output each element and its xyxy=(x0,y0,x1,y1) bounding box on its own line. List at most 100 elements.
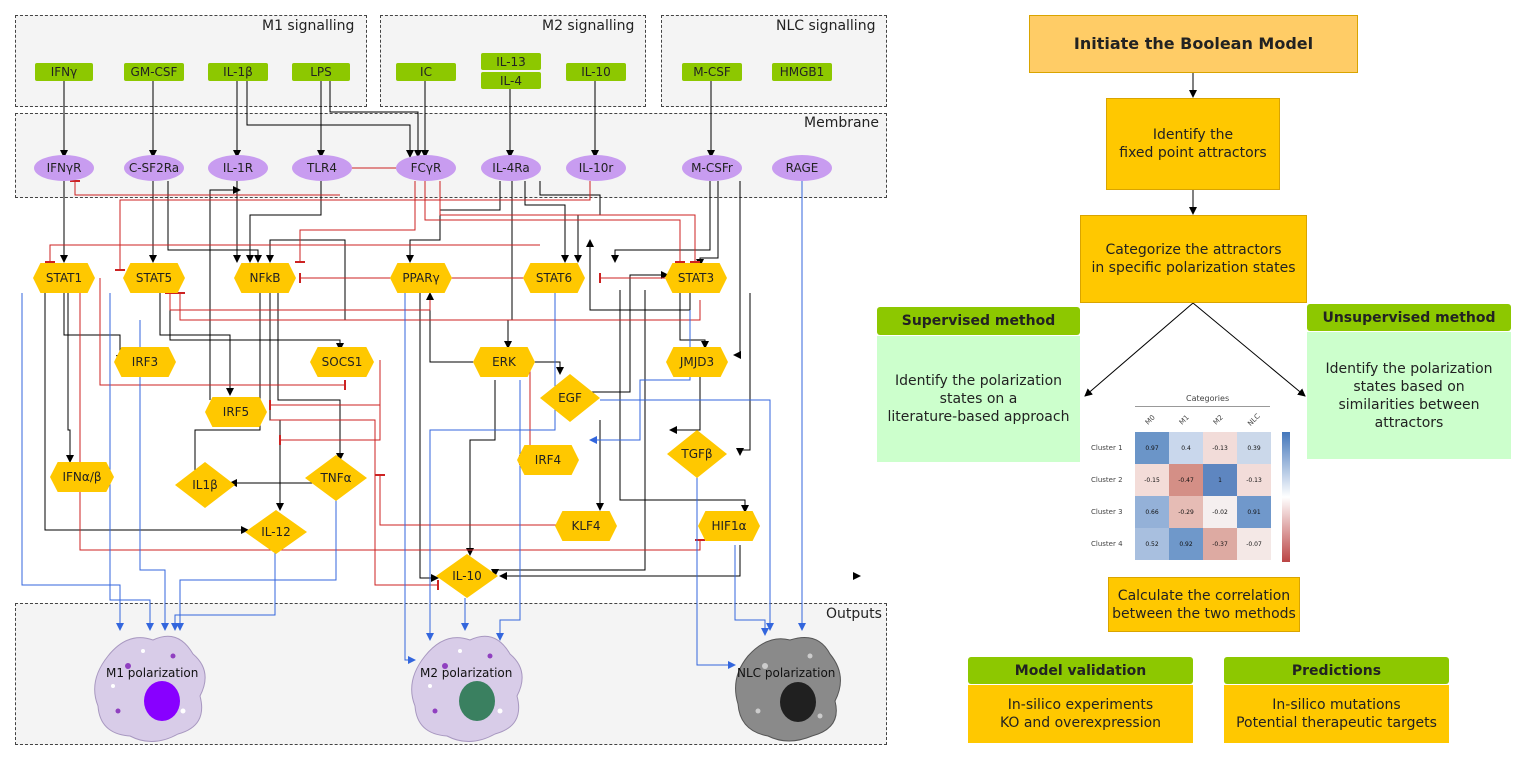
ligand-hmgb1: HMGB1 xyxy=(772,63,832,81)
m2-polarization-label: M2 polarization xyxy=(420,666,513,680)
ligand-il13: IL-13 xyxy=(481,53,541,70)
node-socs1: SOCS1 xyxy=(310,347,374,377)
ligand-il10: IL-10 xyxy=(566,63,626,81)
validation-line2: KO and overexpression xyxy=(999,715,1162,731)
nlc-signalling-panel xyxy=(661,15,887,107)
m1-signalling-title: M1 signalling xyxy=(262,18,355,34)
heatmap-row-label: Cluster 3 xyxy=(1091,508,1123,516)
node-irf5: IRF5 xyxy=(205,397,267,427)
heatmap-cell: -0.02 xyxy=(1203,496,1237,528)
ligand-lps: LPS xyxy=(292,63,350,81)
m1-signalling-panel xyxy=(15,15,367,107)
unsupervised-box: Identify the polarization states based o… xyxy=(1307,332,1511,459)
heatmap-cell: 0.52 xyxy=(1135,528,1169,560)
heatmap-cell: -0.13 xyxy=(1203,432,1237,464)
node-nfkb: NFkB xyxy=(234,263,296,293)
node-jmjd3: JMJD3 xyxy=(666,347,728,377)
categorize-box: Categorize the attractors in specific po… xyxy=(1080,215,1307,303)
identify-line2: fixed point attractors xyxy=(1119,145,1267,161)
heatmap-cell: 1 xyxy=(1203,464,1237,496)
receptor-tlr4: TLR4 xyxy=(292,155,352,181)
heatmap-title: Categories xyxy=(1186,394,1230,403)
heatmap-row-label: Cluster 1 xyxy=(1091,444,1123,452)
correlation-line1: Calculate the correlation xyxy=(1117,587,1291,604)
heatmap-cell: -0.29 xyxy=(1169,496,1203,528)
node-ifnab: IFNα/β xyxy=(50,462,114,492)
categorize-line2: in specific polarization states xyxy=(1091,260,1296,276)
initiate-box: Initiate the Boolean Model xyxy=(1029,15,1358,73)
unsupervised-line3: similarities between xyxy=(1338,396,1480,413)
node-stat3: STAT3 xyxy=(665,263,727,293)
supervised-header: Supervised method xyxy=(877,307,1080,335)
categorize-line1: Categorize the attractors xyxy=(1105,242,1282,258)
nlc-cell-icon xyxy=(735,637,841,742)
ligand-il1b: IL-1β xyxy=(208,63,268,81)
identify-line1: Identify the xyxy=(1152,127,1234,143)
node-hif1a: HIF1α xyxy=(698,511,760,541)
correlation-box: Calculate the correlation between the tw… xyxy=(1108,577,1300,632)
ligand-ic: IC xyxy=(396,63,456,81)
validation-line1: In-silico experiments xyxy=(1007,697,1154,713)
predictions-box: In-silico mutations Potential therapeuti… xyxy=(1224,685,1449,743)
receptor-il4ra: IL-4Ra xyxy=(481,155,541,181)
heatmap-title-rule xyxy=(1135,406,1270,407)
identify-attractors-box: Identify the fixed point attractors xyxy=(1106,98,1280,190)
validation-box: In-silico experiments KO and overexpress… xyxy=(968,685,1193,743)
predictions-header: Predictions xyxy=(1224,657,1449,684)
supervised-line2: states on a xyxy=(939,391,1018,407)
receptor-il1r: IL-1R xyxy=(208,155,268,181)
node-irf3: IRF3 xyxy=(114,347,176,377)
node-pparg: PPARγ xyxy=(390,263,452,293)
heatmap-colorbar xyxy=(1282,432,1290,562)
unsupervised-header: Unsupervised method xyxy=(1307,304,1511,331)
unsupervised-line2: states based on xyxy=(1353,378,1465,395)
heatmap-row-label: Cluster 2 xyxy=(1091,476,1123,484)
workflow-arrows xyxy=(1084,73,1306,397)
ligand-ifng: IFNγ xyxy=(35,63,93,81)
receptor-mcsfr: M-CSFr xyxy=(682,155,742,181)
unsupervised-line1: Identify the polarization xyxy=(1325,360,1493,377)
node-klf4: KLF4 xyxy=(555,511,617,541)
initiate-text: Initiate the Boolean Model xyxy=(1073,34,1314,53)
receptor-il10r: IL-10r xyxy=(566,155,626,181)
correlation-line2: between the two methods xyxy=(1112,605,1296,622)
heatmap-cell: -0.15 xyxy=(1135,464,1169,496)
heatmap-cell: 0.39 xyxy=(1237,432,1271,464)
predictions-line2: Potential therapeutic targets xyxy=(1236,715,1437,731)
nlc-polarization-label: NLC polarization xyxy=(737,666,836,680)
node-irf4: IRF4 xyxy=(517,445,579,475)
ligand-gmcsf: GM-CSF xyxy=(124,63,184,81)
node-stat5: STAT5 xyxy=(123,263,185,293)
heatmap-cell: -0.37 xyxy=(1203,528,1237,560)
supervised-line3: literature-based approach xyxy=(887,409,1070,425)
heatmap-cell: 0.97 xyxy=(1135,432,1169,464)
m1-polarization-label: M1 polarization xyxy=(106,666,199,680)
m2-signalling-title: M2 signalling xyxy=(542,18,635,34)
supervised-box: Identify the polarization states on a li… xyxy=(877,336,1080,462)
heatmap-cell: -0.07 xyxy=(1237,528,1271,560)
receptor-fcgr: FCγR xyxy=(396,155,456,181)
m2-signalling-panel xyxy=(380,15,646,107)
heatmap-cell: 0.91 xyxy=(1237,496,1271,528)
ligand-mcsf: M-CSF xyxy=(682,63,742,81)
nlc-signalling-title: NLC signalling xyxy=(776,18,876,34)
supervised-line1: Identify the polarization xyxy=(894,373,1063,389)
membrane-panel xyxy=(15,113,887,198)
heatmap-cell: 0.66 xyxy=(1135,496,1169,528)
heatmap-cell: -0.13 xyxy=(1237,464,1271,496)
receptor-ifngr: IFNγR xyxy=(34,155,94,181)
node-stat1: STAT1 xyxy=(33,263,95,293)
heatmap-cell: -0.47 xyxy=(1169,464,1203,496)
heatmap-cell: 0.4 xyxy=(1169,432,1203,464)
receptor-rage: RAGE xyxy=(772,155,832,181)
receptor-csf2ra: C-SF2Ra xyxy=(124,155,184,181)
heatmap-row-label: Cluster 4 xyxy=(1091,540,1123,548)
outputs-title: Outputs xyxy=(826,606,882,622)
unsupervised-line4: attractors xyxy=(1374,414,1444,431)
ligand-il4: IL-4 xyxy=(481,72,541,89)
node-erk: ERK xyxy=(473,347,535,377)
membrane-title: Membrane xyxy=(804,115,880,131)
predictions-line1: In-silico mutations xyxy=(1272,697,1401,713)
validation-header: Model validation xyxy=(968,657,1193,684)
m1-cell-icon xyxy=(94,635,206,742)
